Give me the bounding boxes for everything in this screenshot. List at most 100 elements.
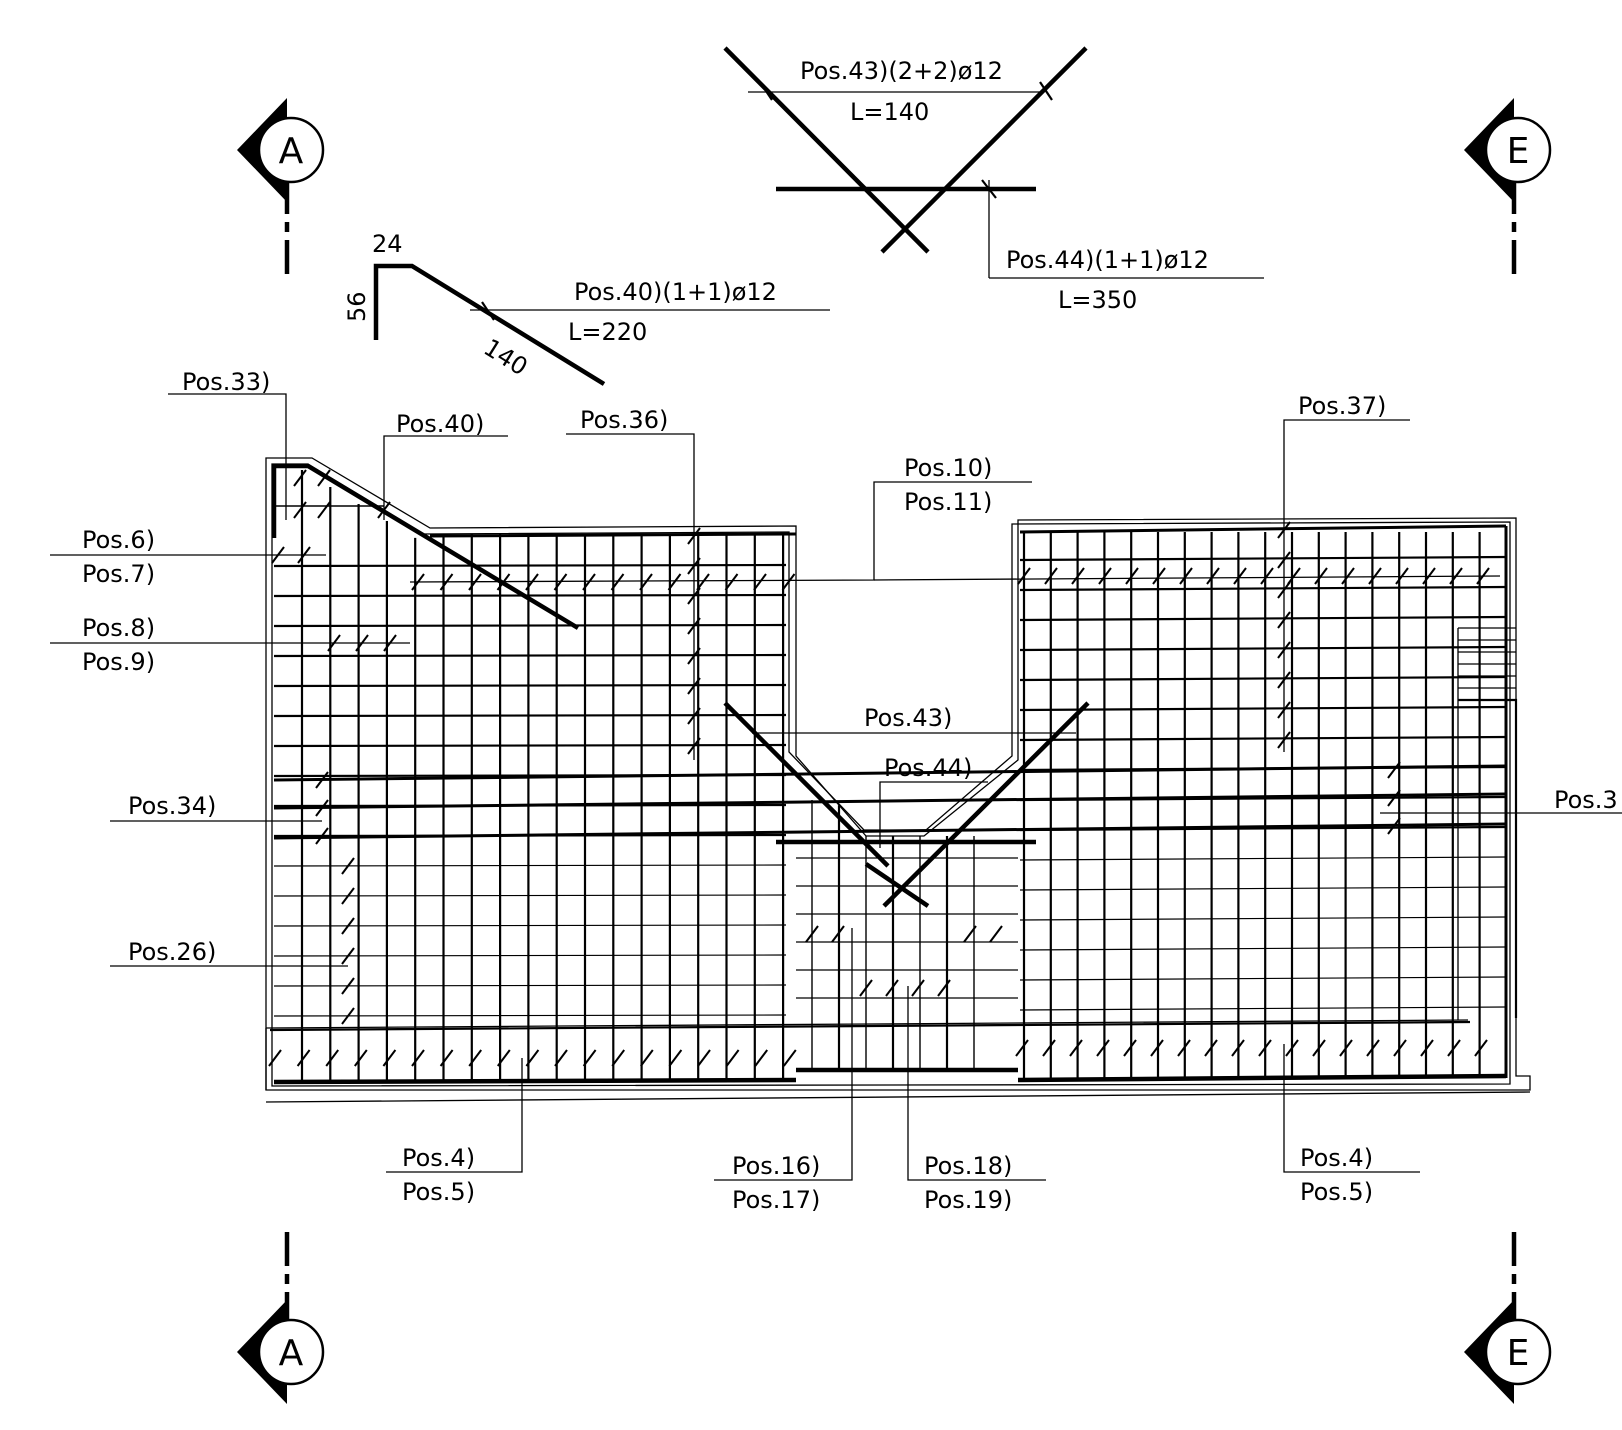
rebar-horizontal (1019, 705, 1507, 712)
label-pos6: Pos.6) (82, 526, 155, 554)
section-marker-e-bottom: E (1464, 1232, 1552, 1404)
tick-bottom-right (1204, 1039, 1218, 1057)
tick-bottom-right (1447, 1039, 1461, 1057)
rebar-horizontal (1019, 856, 1507, 861)
tick-bottom-left (782, 1049, 797, 1067)
rebar-horizontal (273, 954, 787, 957)
tick-top-right (1260, 567, 1274, 585)
tick-pos16-17 (963, 925, 977, 943)
tick-bottom-left (496, 1049, 511, 1067)
tick-pos16-17 (989, 925, 1003, 943)
tick-pos33 (317, 469, 331, 487)
tick-bottom-left (725, 1049, 740, 1067)
label-pos11: Pos.11) (904, 488, 992, 516)
tick-top-right (1098, 567, 1112, 585)
tick-bottom-right (1015, 1039, 1029, 1057)
rebar-horizontal (1019, 765, 1507, 772)
tick-bottom-left (439, 1049, 454, 1067)
rebar-horizontal (1019, 795, 1507, 802)
tick-pos33 (317, 501, 331, 519)
tick-bottom-left (554, 1049, 568, 1067)
label-pos3x: Pos.3 (1554, 786, 1618, 814)
tick-bottom-right (1231, 1039, 1245, 1057)
label-pos36: Pos.36) (580, 406, 668, 434)
tick-bottom-left (697, 1049, 711, 1067)
rebar-horizontal (1019, 886, 1507, 891)
tick-bottom-left (268, 1049, 282, 1067)
tick-bottom-left (611, 1049, 626, 1067)
rebar-horizontal (273, 773, 787, 778)
tick-pos16-17 (805, 925, 819, 943)
rebar-horizontal (273, 803, 787, 808)
rebar-horizontal (1019, 1006, 1507, 1011)
tick-bottom-right (1123, 1039, 1137, 1057)
label-pos8: Pos.8) (82, 614, 155, 642)
tick-top-left (696, 573, 710, 591)
pos40-dim-slope: 140 (479, 333, 533, 381)
tick-bottom-right (1474, 1039, 1488, 1057)
tick-bottom-left (754, 1049, 769, 1067)
tick-pos33 (293, 469, 307, 487)
section-marker-e-top: E (1464, 98, 1552, 274)
tick-top-right (1071, 567, 1085, 585)
tick-pos34 (315, 827, 329, 845)
pos40-detail-label: Pos.40)(1+1)ø12 (574, 278, 777, 306)
rebar-horizontal (273, 1014, 787, 1017)
tick-top-right (1287, 567, 1301, 585)
tick-top-left (610, 573, 625, 591)
section-letter-a-top: A (279, 131, 304, 172)
label-pos44: Pos.44) (884, 754, 972, 782)
tick-bottom-right (1258, 1039, 1272, 1057)
rebar-horizontal (273, 623, 787, 628)
rebar-mesh (273, 470, 1508, 1080)
rebar-horizontal (1019, 675, 1507, 682)
label-pos5-right: Pos.5) (1300, 1178, 1373, 1206)
rebar-horizontal (273, 563, 787, 568)
tick-top-right (1017, 567, 1031, 585)
tick-bottom-right (1366, 1039, 1380, 1057)
rebar-horizontal (1019, 645, 1507, 652)
tick-pos18-19 (937, 979, 951, 997)
tick-pos18-19 (911, 979, 925, 997)
tick-bottom-right (1339, 1039, 1353, 1057)
tick-pos3 (1387, 789, 1401, 807)
tick-top-right (1233, 567, 1247, 585)
tick-top-right (1368, 567, 1382, 585)
rebar-horizontal (1019, 735, 1507, 742)
pos40-dim-top: 24 (372, 230, 403, 258)
tick-bottom-right (1096, 1039, 1110, 1057)
rebar-horizontal (273, 864, 787, 867)
rebar-horizontal (1019, 976, 1507, 981)
pos40-dim-side: 56 (343, 291, 371, 322)
tick-top-right (1341, 567, 1355, 585)
tick-bottom-left (325, 1049, 340, 1067)
label-pos26: Pos.26) (128, 938, 216, 966)
tick-bottom-left (468, 1049, 483, 1067)
tick-pos34 (315, 799, 329, 817)
detail-pos43-pos44: Pos.43)(2+2)ø12 L=140 Pos.44)(1+1)ø12 L=… (723, 46, 1264, 314)
tick-pos18-19 (885, 979, 899, 997)
rebar-horizontal (273, 683, 787, 688)
tick-top-right (1152, 567, 1166, 585)
tick-pos3 (1387, 761, 1401, 779)
rebar-horizontal (1019, 585, 1507, 592)
label-pos4-right: Pos.4) (1300, 1144, 1373, 1172)
tick-bottom-left (639, 1049, 654, 1067)
pos44-detail-length: L=350 (1058, 286, 1137, 314)
tick-top-right (1206, 567, 1220, 585)
tick-bottom-left (411, 1049, 425, 1067)
tick-pos18-19 (859, 979, 873, 997)
tick-top-left (639, 573, 653, 591)
tick-pos3 (1387, 817, 1401, 835)
tick-bottom-right (1285, 1039, 1299, 1057)
section-letter-a-bottom: A (279, 1333, 304, 1374)
tick-top-left (724, 573, 739, 591)
rebar-horizontal (1019, 916, 1507, 921)
section-marker-a-top: A (237, 98, 325, 274)
pos40-detail-length: L=220 (568, 318, 647, 346)
label-pos4-left: Pos.4) (402, 1144, 475, 1172)
tick-bottom-left (582, 1049, 597, 1067)
section-letter-e-bottom: E (1507, 1333, 1530, 1374)
rebar-horizontal (273, 743, 787, 748)
